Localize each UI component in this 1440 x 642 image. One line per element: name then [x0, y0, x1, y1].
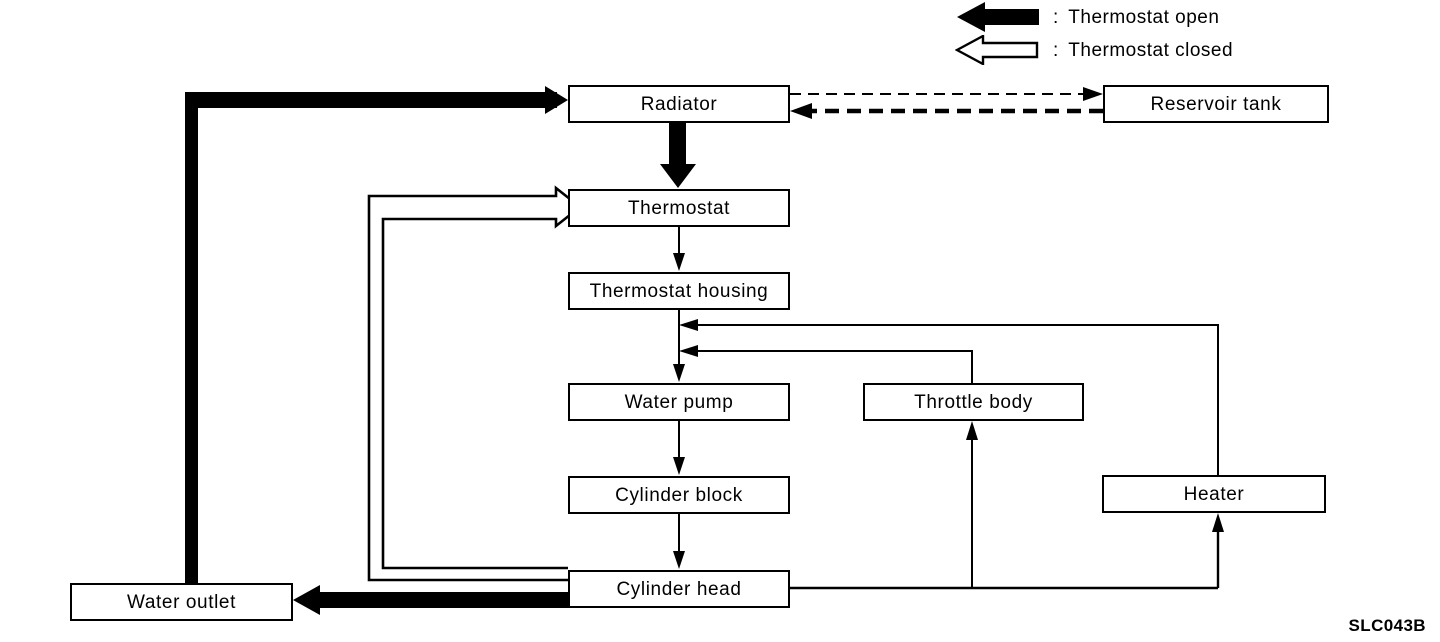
solid-left-arrow-icon [957, 2, 1039, 32]
figure-reference-code: SLC043B [1348, 616, 1426, 635]
legend-label-thermostat-open: Thermostat open [1068, 6, 1220, 28]
connection-throttle-body-to-housing-line [679, 345, 973, 383]
legend-separator-open: : [1053, 6, 1059, 28]
node-label-reservoir-tank: Reservoir tank [1150, 93, 1282, 115]
connection-heater-to-housing-line [679, 319, 1219, 475]
connection-cylinder-head-to-water-outlet [293, 585, 570, 615]
node-water-pump: Water pump [568, 383, 790, 421]
connection-cylinder-head-to-heater [1212, 513, 1224, 588]
node-label-cylinder-head: Cylinder head [616, 578, 742, 600]
connection-radiator-to-reservoir-tank [790, 87, 1103, 101]
node-label-water-outlet: Water outlet [127, 591, 236, 613]
connection-cylinder-head-to-thermostat [367, 185, 583, 582]
node-label-thermostat: Thermostat [627, 197, 731, 219]
node-throttle-body: Throttle body [863, 383, 1084, 421]
node-label-throttle-body: Throttle body [914, 391, 1033, 413]
node-label-heater: Heater [1183, 483, 1245, 505]
connection-radiator-to-thermostat [660, 123, 696, 188]
node-water-outlet: Water outlet [70, 583, 293, 621]
node-label-radiator: Radiator [640, 93, 718, 115]
node-label-cylinder-block: Cylinder block [615, 484, 743, 506]
node-label-water-pump: Water pump [624, 391, 734, 413]
connection-water-pump-to-cylinder-block [673, 421, 685, 475]
legend-label-thermostat-closed: Thermostat closed [1068, 39, 1234, 61]
legend-item-thermostat-closed: : Thermostat closed [955, 35, 1233, 65]
connection-thermostat-to-housing [673, 227, 685, 271]
connection-housing-to-water-pump [673, 310, 685, 382]
node-thermostat-housing: Thermostat housing [568, 272, 790, 310]
connection-cylinder-head-to-throttle-body [966, 421, 978, 588]
connection-reservoir-tank-to-radiator [790, 103, 1329, 119]
legend-item-thermostat-open: : Thermostat open [955, 2, 1219, 32]
node-reservoir-tank: Reservoir tank [1103, 85, 1329, 123]
legend-separator-closed: : [1053, 39, 1059, 61]
node-radiator: Radiator [568, 85, 790, 123]
node-label-thermostat-housing: Thermostat housing [589, 280, 769, 302]
node-thermostat: Thermostat [568, 189, 790, 227]
hollow-left-arrow-icon [955, 35, 1039, 65]
node-cylinder-head: Cylinder head [568, 570, 790, 608]
node-heater: Heater [1102, 475, 1326, 513]
connection-cylinder-block-to-cylinder-head [673, 514, 685, 569]
connection-water-outlet-to-radiator [185, 86, 568, 583]
node-cylinder-block: Cylinder block [568, 476, 790, 514]
